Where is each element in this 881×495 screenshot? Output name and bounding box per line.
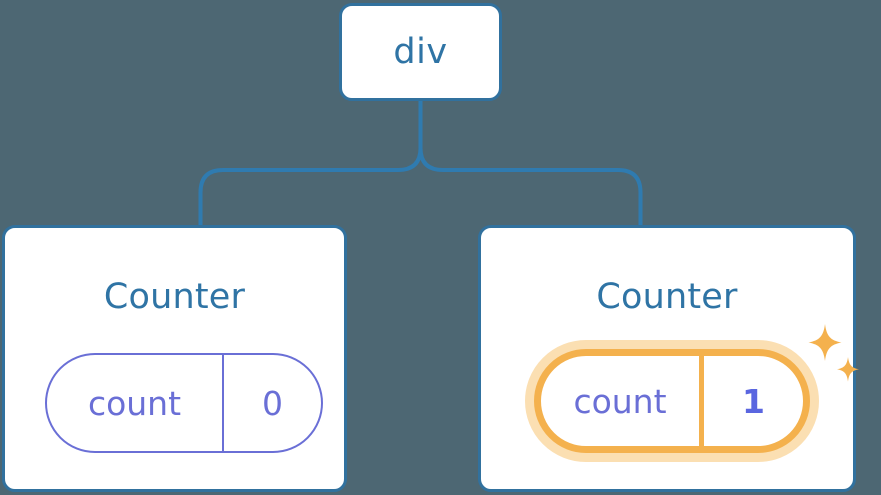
sparkle-group	[808, 324, 859, 382]
state-value-cell: 1	[704, 356, 803, 446]
highlight-glow-ring	[525, 340, 819, 462]
root-node-div[interactable]: div	[339, 3, 502, 101]
state-key-cell: count	[541, 356, 704, 446]
sparkle-icon	[808, 324, 842, 361]
state-pill-body[interactable]: count 1	[534, 349, 810, 453]
state-value-cell: 0	[224, 355, 321, 451]
state-value-label: 1	[742, 381, 765, 421]
state-value-label: 0	[262, 383, 283, 423]
state-pill-count[interactable]: count 0	[45, 353, 323, 453]
state-pill-count-highlighted[interactable]: count 1	[525, 340, 819, 462]
root-node-label: div	[393, 31, 448, 72]
component-card-left[interactable]: Counter count 0	[2, 225, 347, 492]
component-card-right[interactable]: Counter count 1	[478, 225, 859, 492]
component-title: Counter	[596, 277, 738, 317]
component-title: Counter	[103, 277, 246, 317]
state-key-label: count	[87, 383, 182, 423]
state-key-cell: count	[47, 355, 224, 451]
sparkle-small-icon	[837, 357, 859, 382]
state-key-label: count	[573, 381, 667, 421]
